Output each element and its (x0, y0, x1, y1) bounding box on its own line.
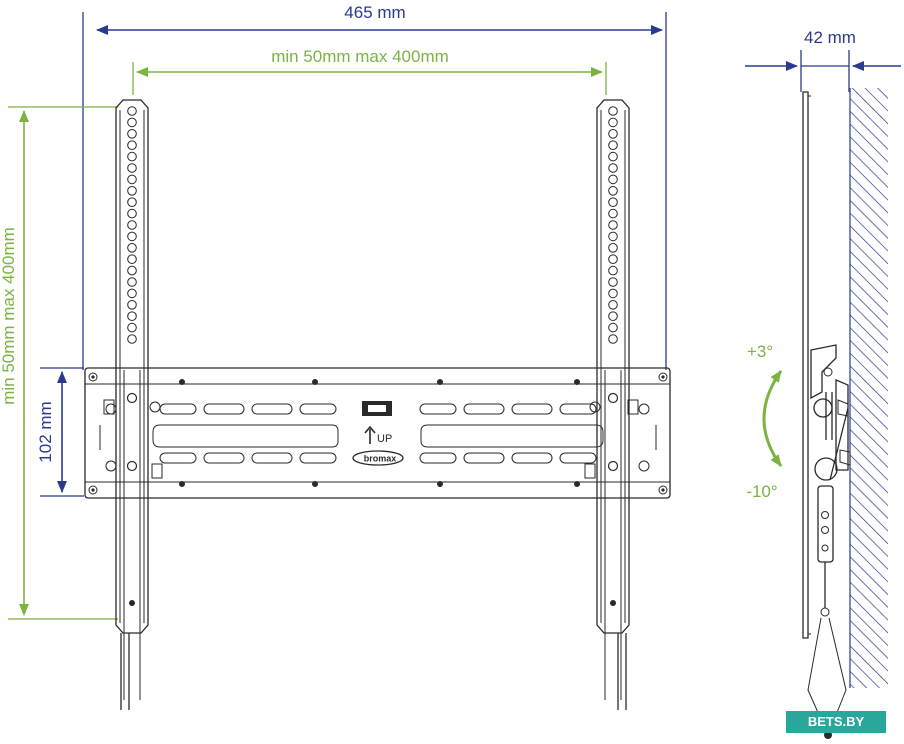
mounting-hole (608, 277, 618, 287)
mounting-hole (127, 265, 137, 276)
mounting-hole (127, 186, 137, 196)
tilt-mechanism (807, 344, 851, 739)
mounting-hole (608, 129, 618, 139)
tilt-up-label: +3° (747, 342, 773, 361)
left-arm (115, 99, 149, 710)
mounting-hole (127, 220, 137, 230)
mounting-hole (127, 334, 137, 344)
width-dimension: 465 mm (82, 3, 667, 370)
mounting-hole (608, 163, 618, 173)
mounting-hole (608, 311, 618, 322)
right-arm (596, 99, 630, 710)
mounting-hole (608, 208, 618, 219)
mounting-hole (127, 288, 137, 299)
mounting-hole (127, 243, 137, 253)
mounting-hole (127, 163, 137, 173)
mounting-hole (608, 186, 618, 196)
tilt-down-label: -10° (746, 482, 777, 501)
mounting-hole (608, 334, 618, 344)
depth-dimension: 42 mm (745, 28, 901, 92)
mounting-hole (608, 220, 618, 230)
mounting-hole (127, 208, 137, 219)
mounting-hole (127, 311, 137, 322)
mounting-hole (127, 129, 137, 139)
mounting-hole (127, 140, 137, 150)
up-label: UP (377, 433, 392, 445)
mounting-hole (608, 254, 618, 265)
tv-panel-side (802, 91, 811, 639)
mounting-hole (127, 300, 137, 310)
brand-logo: bromax (352, 450, 404, 466)
mounting-hole (608, 140, 618, 150)
hole-spacing-v-label: min 50mm max 400mm (0, 227, 18, 405)
mounting-hole (608, 288, 618, 299)
mounting-hole (127, 231, 137, 242)
mounting-hole (608, 265, 618, 276)
up-arrow-icon (364, 425, 376, 444)
mounting-hole (127, 117, 137, 128)
mounting-hole (127, 254, 137, 265)
mounting-hole (127, 106, 137, 116)
depth-label: 42 mm (804, 28, 856, 47)
watermark-logo: BETS.BY (786, 711, 886, 733)
mounting-hole (608, 231, 618, 242)
mounting-hole (127, 277, 137, 287)
lock-latch (362, 401, 392, 416)
hole-spacing-horizontal-dimension: min 50mm max 400mm (132, 47, 607, 95)
rail-height-label: 102 mm (36, 401, 55, 462)
width-label: 465 mm (344, 3, 405, 22)
right-arm-holes (608, 106, 618, 344)
mounting-hole (127, 322, 137, 333)
mounting-hole (608, 197, 618, 207)
mounting-hole (608, 117, 618, 128)
mounting-hole (608, 106, 618, 116)
wall-hatch (849, 88, 888, 688)
tilt-arc: +3° -10° (746, 342, 783, 501)
left-arm-holes (127, 106, 137, 344)
mounting-hole (127, 151, 137, 162)
rail-height-dimension: 102 mm (36, 367, 84, 497)
mounting-hole (608, 174, 618, 185)
mounting-hole (608, 243, 618, 253)
svg-text:bromax: bromax (364, 454, 397, 464)
wall-plate (84, 367, 671, 499)
mounting-hole (608, 322, 618, 333)
watermark-text: BETS.BY (807, 714, 865, 729)
hole-spacing-h-label: min 50mm max 400mm (271, 47, 449, 66)
hole-spacing-vertical-dimension: min 50mm max 400mm (0, 106, 118, 620)
mounting-hole (608, 300, 618, 310)
mounting-hole (127, 197, 137, 207)
mounting-hole (127, 174, 137, 185)
mounting-hole (608, 151, 618, 162)
